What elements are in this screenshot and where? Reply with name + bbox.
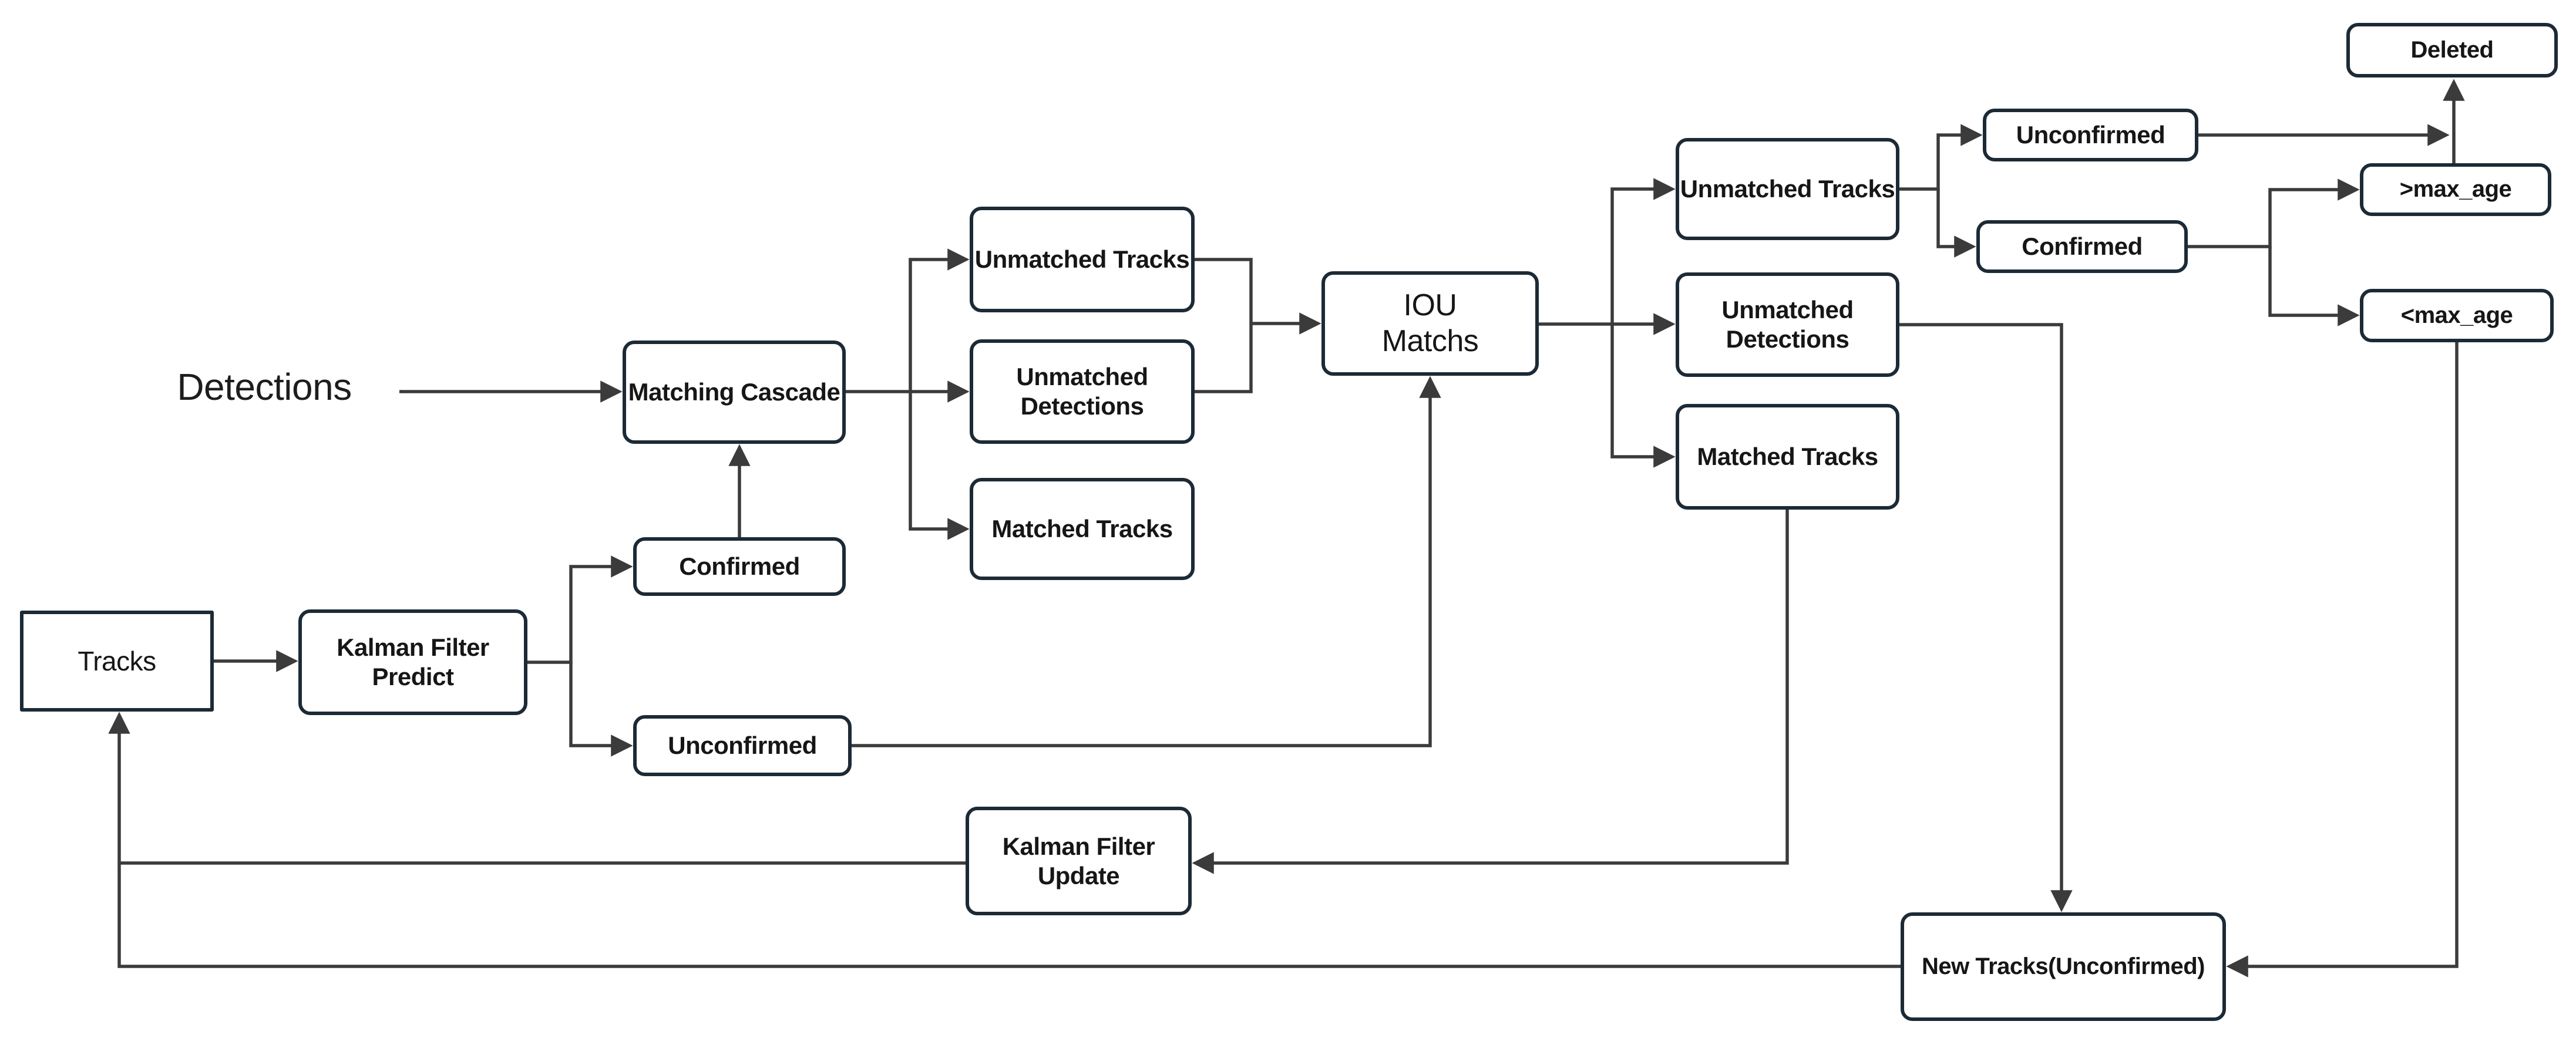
node-unmatched-tracks-iou: Unmatched Tracks	[1676, 138, 1899, 240]
edge-merge-bracket	[1195, 258, 1253, 393]
node-kalman-filter-predict: Kalman Filter Predict	[298, 609, 527, 715]
node-confirmed-right: Confirmed	[1976, 220, 2188, 273]
edge-cascade-to-matched-tracks	[909, 392, 970, 540]
node-unconfirmed-right: Unconfirmed	[1983, 109, 2198, 161]
edge-matched-tracks-to-kalman-update	[1192, 510, 1789, 874]
edge-kalman-predict-to-confirmed	[527, 555, 633, 664]
node-kalman-filter-update: Kalman Filter Update	[966, 807, 1192, 915]
edge-kalman-update-to-tracks	[108, 712, 966, 865]
edge-unmatched-detections-to-new-tracks	[1899, 323, 2073, 912]
node-lt-max-age: <max_age	[2360, 289, 2554, 342]
edge-unconfirmed-to-iou	[852, 376, 1441, 747]
node-tracks: Tracks	[20, 611, 214, 712]
edge-confirmed-to-lt-max-age	[2268, 247, 2360, 326]
node-confirmed-left: Confirmed	[633, 537, 846, 596]
node-unmatched-detections-cascade: Unmatched Detections	[970, 339, 1195, 444]
edge-unmatched-tracks-to-confirmed	[1936, 189, 1976, 258]
node-deleted: Deleted	[2346, 23, 2558, 77]
edge-confirmed-to-gt-max-age	[2188, 178, 2360, 248]
edge-unmatched-tracks-to-unconfirmed	[1899, 124, 1983, 191]
node-iou-matchs: IOU Matchs	[1321, 271, 1539, 376]
node-unconfirmed-left: Unconfirmed	[633, 715, 852, 776]
node-gt-max-age: >max_age	[2360, 163, 2551, 216]
edge-lt-max-age-to-new-tracks	[2226, 342, 2459, 978]
edge-iou-to-unmatched-tracks	[1610, 178, 1676, 324]
detections-label: Detections	[177, 366, 352, 408]
node-new-tracks-unconfirmed: New Tracks(Unconfirmed)	[1901, 912, 2226, 1021]
node-matched-tracks-cascade: Matched Tracks	[970, 478, 1195, 580]
node-unmatched-detections-iou: Unmatched Detections	[1676, 272, 1899, 377]
node-unmatched-tracks-cascade: Unmatched Tracks	[970, 207, 1195, 312]
node-matched-tracks-iou: Matched Tracks	[1676, 404, 1899, 510]
node-matching-cascade: Matching Cascade	[623, 341, 846, 444]
edge-iou-to-matched-tracks	[1610, 324, 1676, 468]
edge-new-tracks-return-line	[117, 863, 1901, 968]
edge-cascade-to-unmatched-tracks	[846, 248, 970, 393]
edge-kalman-predict-to-unconfirmed	[569, 662, 633, 757]
